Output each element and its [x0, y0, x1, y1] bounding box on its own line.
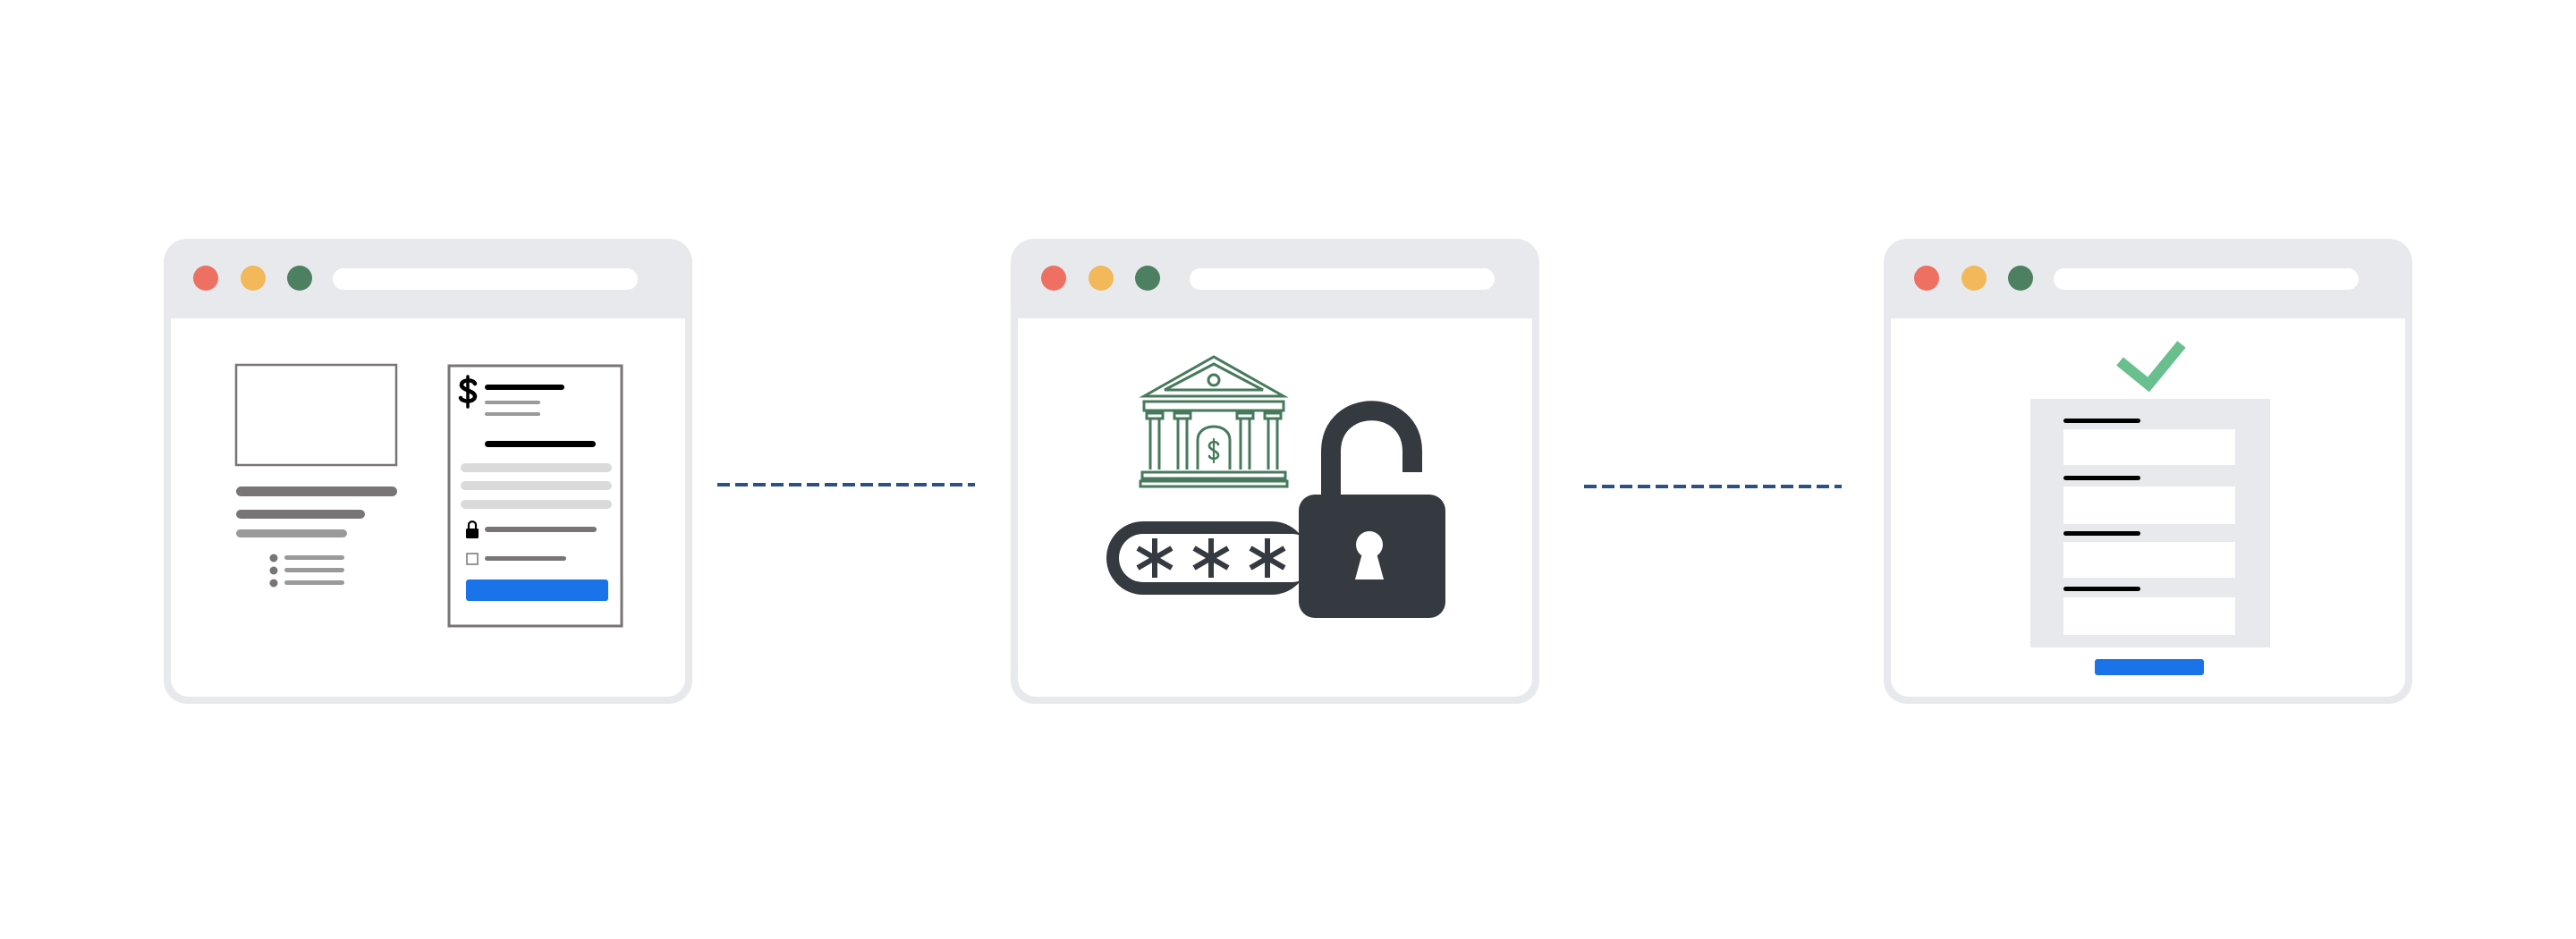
address-bar	[333, 268, 638, 290]
address-bar	[1190, 268, 1495, 290]
dollar-sign-icon	[1208, 437, 1220, 464]
product-image-placeholder	[234, 363, 398, 467]
pay-button	[466, 579, 608, 601]
checkout-page-illustration	[234, 363, 623, 628]
submit-button	[2095, 659, 2204, 675]
form-field	[2063, 542, 2235, 578]
list-line	[284, 555, 344, 560]
dollar-sign-icon	[458, 375, 478, 409]
field-label-line	[2063, 587, 2140, 591]
section-heading-line	[485, 441, 596, 447]
product-title-line	[236, 486, 397, 496]
minimize-dot-icon	[1962, 266, 1987, 291]
form-field	[2063, 597, 2235, 635]
lock-label-line	[485, 527, 597, 532]
lock-icon	[466, 520, 479, 538]
payment-card	[447, 364, 623, 628]
list-line	[284, 568, 344, 572]
browser-window-confirmation	[1884, 239, 2412, 704]
bank-icon	[1139, 355, 1289, 488]
bank-login-illustration	[1106, 355, 1445, 618]
maximize-dot-icon	[287, 266, 312, 291]
maximize-dot-icon	[2008, 266, 2033, 291]
close-dot-icon	[1914, 266, 1939, 291]
field-label-line	[2063, 419, 2140, 423]
list-line	[284, 580, 344, 585]
form-completed-illustration	[2030, 341, 2270, 675]
list-bullet	[269, 566, 278, 575]
field-label-line	[2063, 531, 2140, 536]
close-dot-icon	[193, 266, 218, 291]
password-icon	[1106, 521, 1316, 595]
amount-subline	[485, 412, 540, 416]
product-detail-line	[236, 529, 347, 537]
input-line	[461, 481, 612, 490]
input-line	[461, 463, 612, 472]
checkbox-icon	[466, 553, 479, 565]
window-body	[1018, 318, 1532, 697]
form-field	[2063, 486, 2235, 524]
list-bullet	[269, 579, 278, 588]
minimize-dot-icon	[241, 266, 266, 291]
amount-line	[485, 385, 564, 390]
minimize-dot-icon	[1089, 266, 1114, 291]
product-subtitle-line	[236, 510, 365, 519]
browser-window-bank-login	[1011, 239, 1539, 704]
maximize-dot-icon	[1135, 266, 1160, 291]
browser-window-checkout	[164, 239, 692, 704]
checkbox-label-line	[485, 556, 566, 561]
input-line	[461, 500, 612, 509]
form-field	[2063, 429, 2235, 465]
address-bar	[2054, 268, 2359, 290]
field-label-line	[2063, 476, 2140, 480]
unlocked-padlock-icon	[1299, 401, 1445, 618]
amount-subline	[485, 401, 540, 404]
close-dot-icon	[1041, 266, 1066, 291]
checkmark-icon	[2116, 341, 2186, 393]
list-bullet	[269, 554, 278, 563]
